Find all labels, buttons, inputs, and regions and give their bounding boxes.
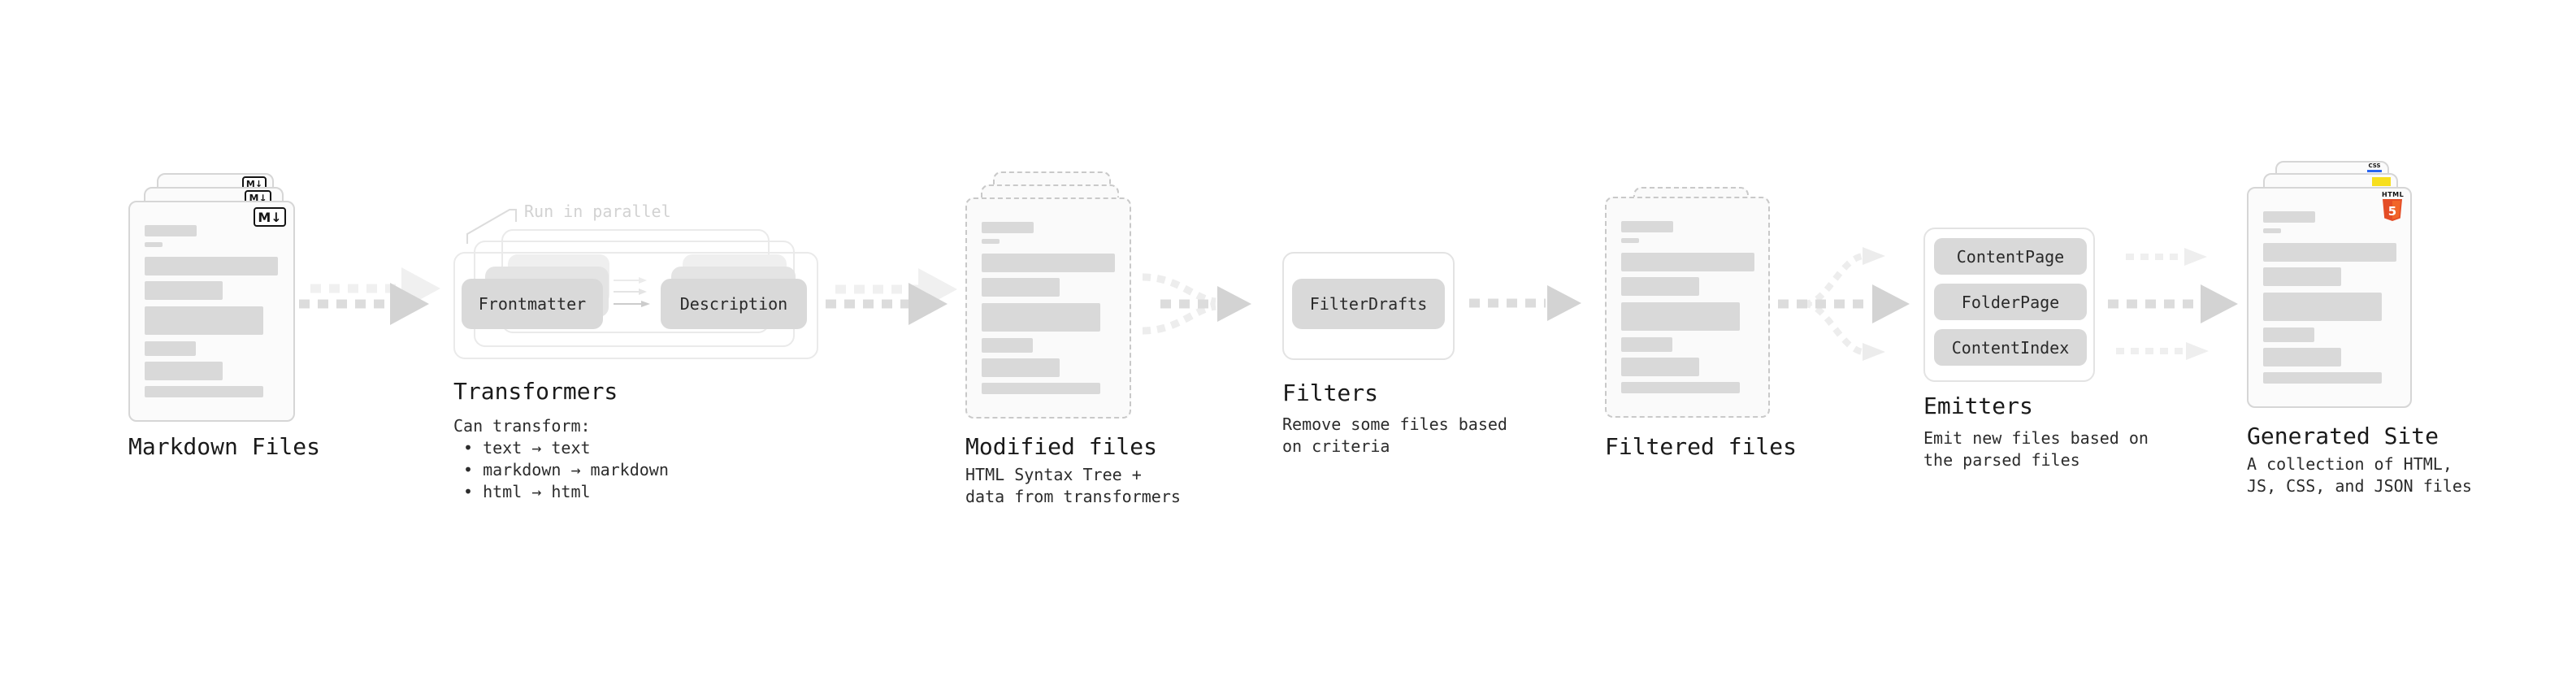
filters-subtitle: Remove some files based on criteria [1282, 414, 1507, 458]
run-in-parallel-annotation: Run in parallel [524, 202, 671, 221]
js-icon [2372, 177, 2391, 186]
arrow-modified-to-filters-converge [1142, 273, 1251, 335]
parallel-mini-arrows [614, 277, 650, 307]
subtitle-line: the parsed files [1923, 450, 2080, 470]
filter-drafts-pill: FilterDrafts [1292, 279, 1445, 329]
subtitle-line: JS, CSS, and JSON files [2247, 476, 2472, 496]
stage-label-modified-files: Modified files [965, 433, 1158, 460]
svg-text:5: 5 [2388, 204, 2396, 219]
transformers-sub-heading: Can transform: [453, 416, 591, 436]
filtered-file-card [1605, 197, 1770, 418]
emitters-subtitle: Emit new files based on the parsed files [1923, 427, 2149, 471]
modified-files-subtitle: HTML Syntax Tree + data from transformer… [965, 464, 1181, 508]
folder-page-pill: FolderPage [1934, 284, 2087, 320]
document-skeleton [967, 199, 1130, 394]
arrow-filters-to-filtered [1469, 285, 1581, 321]
frontmatter-pill: Frontmatter [462, 279, 603, 329]
markdown-icon: M↓ [254, 207, 286, 227]
css-badge: CSS [2366, 163, 2383, 172]
html5-wordmark: HTML [2382, 191, 2405, 198]
arrow-transformers-to-modified [826, 268, 957, 325]
generated-file-card [2247, 187, 2412, 408]
arrow-markdown-to-transformers [299, 267, 440, 325]
css-icon: CSS [2368, 163, 2381, 169]
transformer-run-front [453, 252, 818, 359]
html5-shield: 5 [2383, 199, 2402, 221]
stage-label-transformers: Transformers [453, 378, 618, 405]
bullet-item: • html → html [463, 482, 591, 501]
content-index-pill: ContentIndex [1934, 329, 2087, 366]
transformers-bullet-list: • text → text • markdown → markdown • ht… [463, 437, 669, 503]
subtitle-line: Remove some files based [1282, 414, 1507, 434]
stage-label-filters: Filters [1282, 380, 1379, 406]
arrow-filtered-to-emitters-diverge [1778, 247, 1910, 361]
document-skeleton [2249, 189, 2410, 384]
subtitle-line: A collection of HTML, [2247, 454, 2452, 474]
content-page-pill: ContentPage [1934, 238, 2087, 275]
html5-icon: HTML 5 [2382, 191, 2405, 221]
generated-site-subtitle: A collection of HTML, JS, CSS, and JSON … [2247, 453, 2472, 497]
markdown-file-card [128, 201, 295, 422]
arrow-emitters-to-generated-parallel [2108, 248, 2238, 360]
stage-label-filtered-files: Filtered files [1605, 433, 1798, 460]
subtitle-line: on criteria [1282, 436, 1390, 456]
css-blue-bar [2367, 170, 2382, 172]
subtitle-line: HTML Syntax Tree + [965, 465, 1142, 484]
stage-label-generated-site: Generated Site [2247, 423, 2439, 449]
stage-label-markdown-files: Markdown Files [128, 433, 321, 460]
modified-file-card [965, 197, 1131, 419]
bullet-item: • markdown → markdown [463, 460, 669, 479]
subtitle-line: Emit new files based on [1923, 428, 2149, 448]
document-skeleton [1607, 198, 1768, 393]
subtitle-line: data from transformers [965, 487, 1181, 506]
document-skeleton [130, 202, 293, 397]
annotation-leader-line [466, 209, 517, 244]
stage-label-emitters: Emitters [1923, 393, 2033, 419]
bullet-item: • text → text [463, 438, 591, 458]
description-pill: Description [661, 279, 807, 329]
